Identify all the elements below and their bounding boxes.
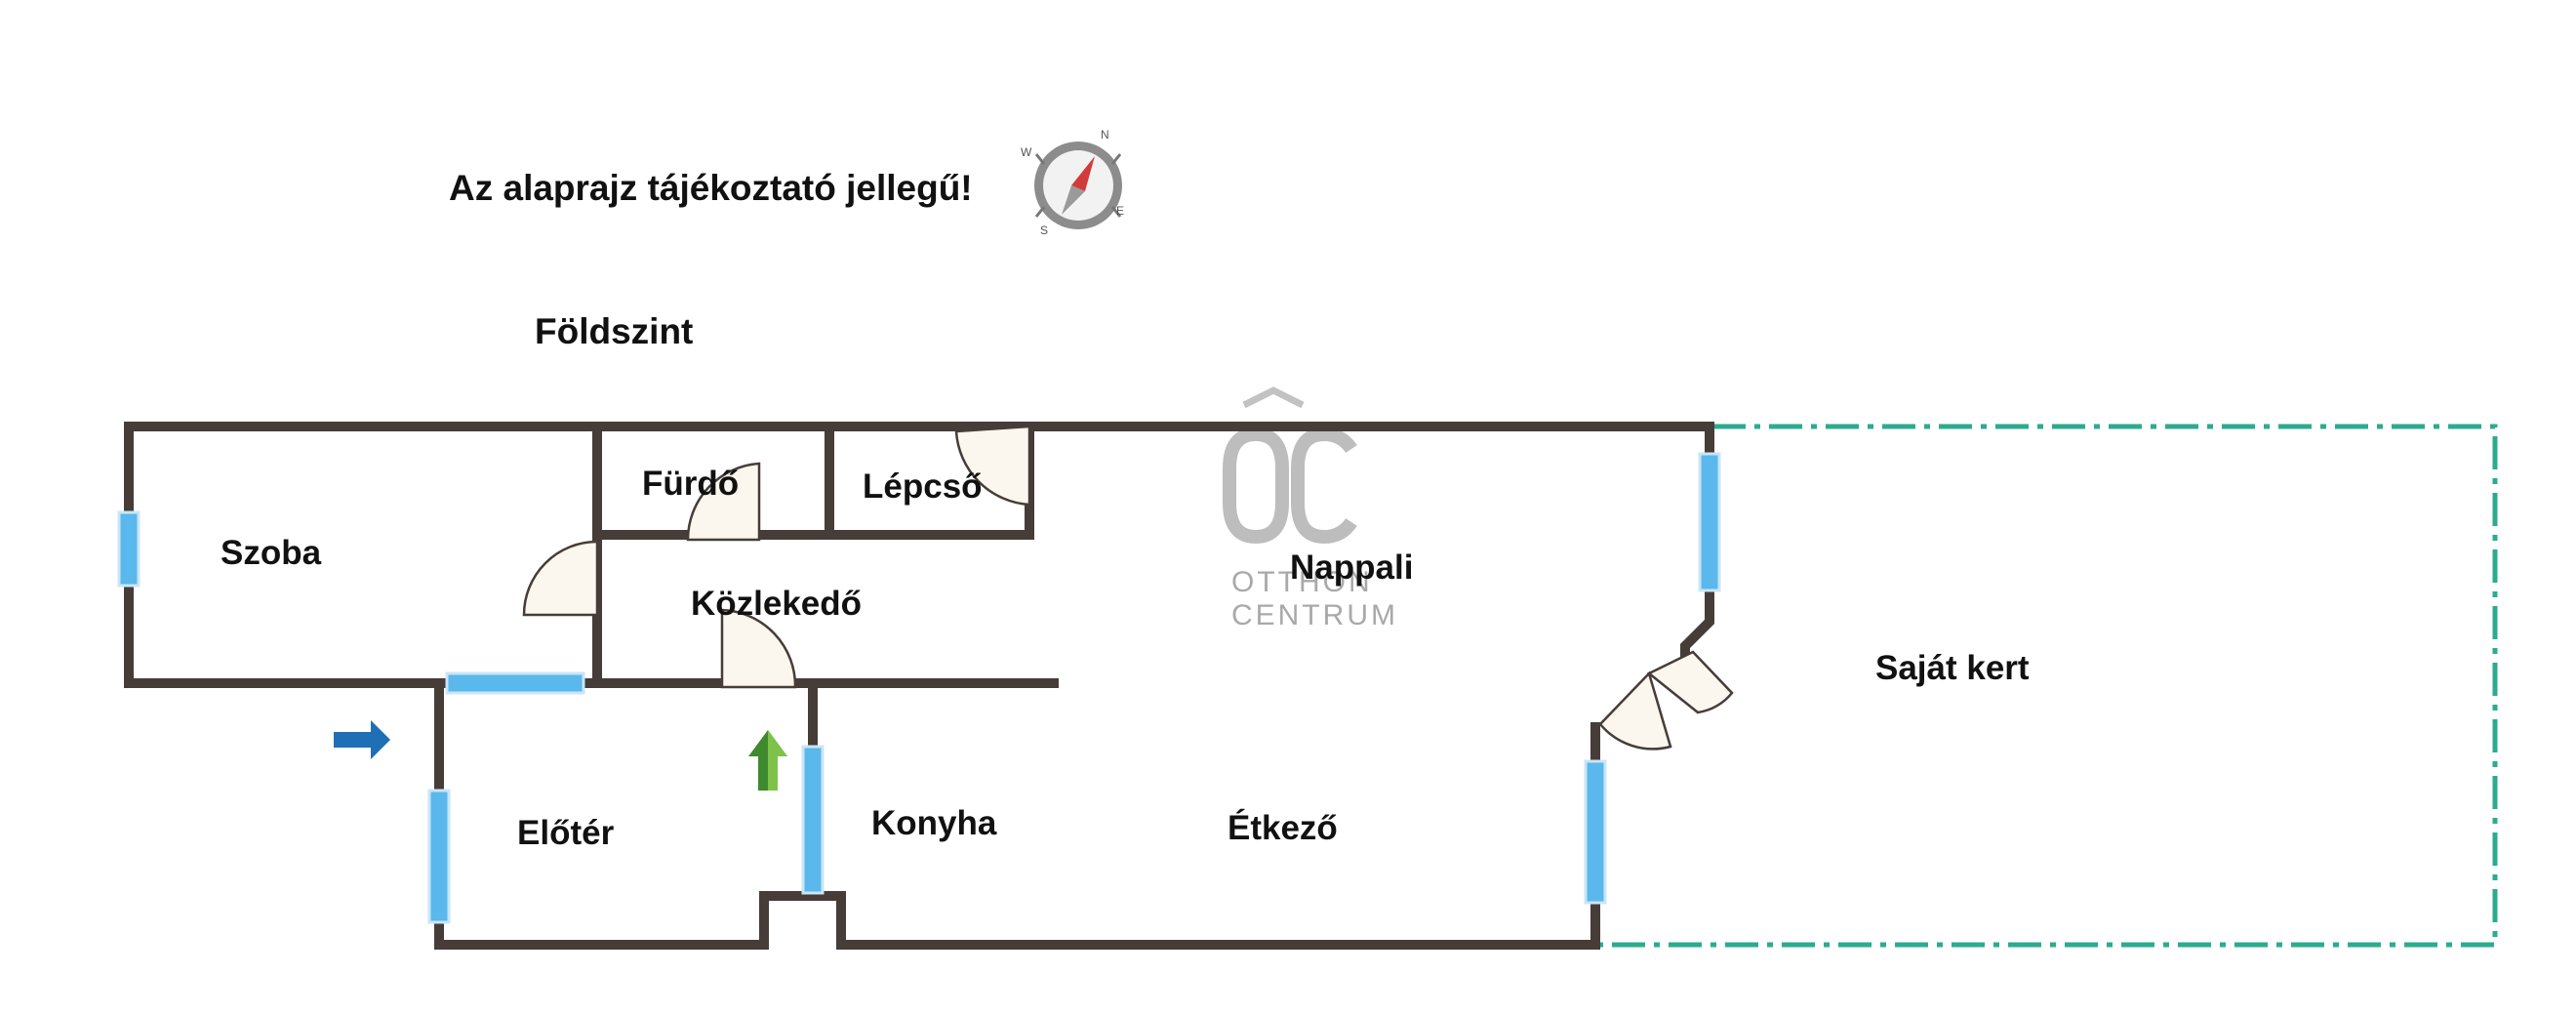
window-etkezo — [1584, 759, 1607, 905]
logo-text-otthon: OTTHON — [1231, 566, 1373, 598]
room-label-furdo: Fürdő — [642, 465, 739, 503]
room-label-kozlekedo: Közlekedő — [691, 585, 862, 623]
room-label-etkezo: Étkező — [1228, 808, 1338, 847]
disclaimer-text: Az alaprajz tájékoztató jellegű! — [449, 168, 973, 208]
window-szoba — [117, 510, 141, 588]
compass-s-label: S — [1040, 223, 1048, 237]
entrance-arrow-icon — [334, 720, 390, 759]
stairs-arrow-highlight — [768, 730, 787, 791]
window-eloter-left — [427, 789, 451, 924]
windows — [117, 452, 1721, 924]
door-szoba — [522, 540, 599, 617]
room-label-konyha: Konyha — [871, 804, 997, 842]
logo-text-centrum: CENTRUM — [1231, 599, 1398, 631]
compass-tick-w — [1034, 153, 1046, 165]
room-label-sajat-kert: Saját kert — [1875, 649, 2030, 687]
window-nappali — [1698, 452, 1721, 592]
stairs-up-arrow-icon — [748, 730, 787, 791]
compass-n-label: N — [1101, 128, 1109, 142]
door-furdo — [686, 462, 761, 542]
door-lepcso — [954, 425, 1031, 507]
door-garden-left — [1598, 670, 1672, 751]
entrance-arrow-shape — [334, 720, 390, 759]
room-label-eloter: Előtér — [517, 814, 615, 852]
compass-tick-s — [1034, 206, 1046, 218]
floor-label: Földszint — [535, 311, 693, 351]
garden-boundary — [1595, 424, 2498, 948]
outer-wall-bottom — [434, 891, 1600, 950]
compass-w-label: W — [1021, 145, 1032, 159]
room-label-lepcso: Lépcső — [863, 467, 983, 506]
compass-tick-n — [1110, 153, 1122, 165]
room-label-nappali: Nappali — [1290, 548, 1413, 587]
room-label-szoba: Szoba — [221, 534, 322, 572]
compass-needle-south — [1062, 185, 1085, 215]
compass-tick-e — [1110, 206, 1122, 218]
logo-roof-shape — [1242, 386, 1305, 409]
logo-o-letter — [1223, 426, 1289, 545]
compass-icon: N E S W — [1021, 128, 1124, 237]
door-kozlekedo — [720, 608, 797, 689]
compass-needle-north — [1071, 156, 1095, 191]
logo-c-letter — [1291, 426, 1357, 545]
otthon-centrum-logo: OTTHON CENTRUM — [1223, 386, 1398, 631]
door-garden-right — [1646, 650, 1734, 714]
window-eloter-top — [445, 671, 585, 695]
compass-e-label: E — [1116, 204, 1124, 218]
window-konyha — [801, 745, 825, 895]
doors — [522, 425, 1734, 751]
